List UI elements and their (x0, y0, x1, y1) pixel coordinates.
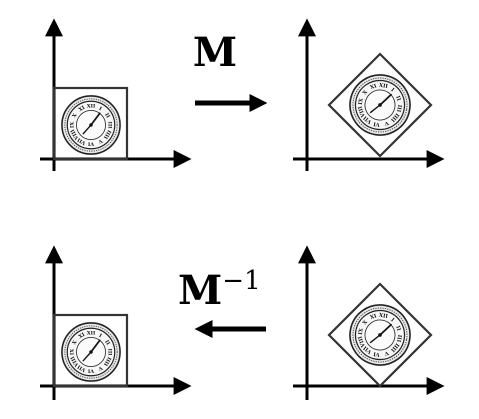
inverse-label: M−1 (178, 266, 261, 314)
rotated-square (327, 52, 433, 158)
inverse-label-exponent: −1 (222, 266, 260, 296)
rotated-square (327, 282, 433, 388)
bounding-square (52, 313, 129, 388)
panel-original-top (40, 18, 192, 171)
panel-transformed-bottom (293, 245, 445, 400)
forward-label: M (193, 29, 237, 76)
panel-original-bottom (40, 245, 192, 400)
clock-image (61, 322, 121, 382)
clock-image (344, 69, 416, 141)
inverse-transform: M−1 (178, 266, 266, 338)
inverse-label-base: M (178, 267, 222, 314)
clock-image (61, 95, 121, 155)
forward-transform: M (193, 29, 268, 112)
clock-image (344, 299, 416, 371)
bounding-square (52, 86, 129, 161)
panel-transformed-top (293, 18, 445, 171)
